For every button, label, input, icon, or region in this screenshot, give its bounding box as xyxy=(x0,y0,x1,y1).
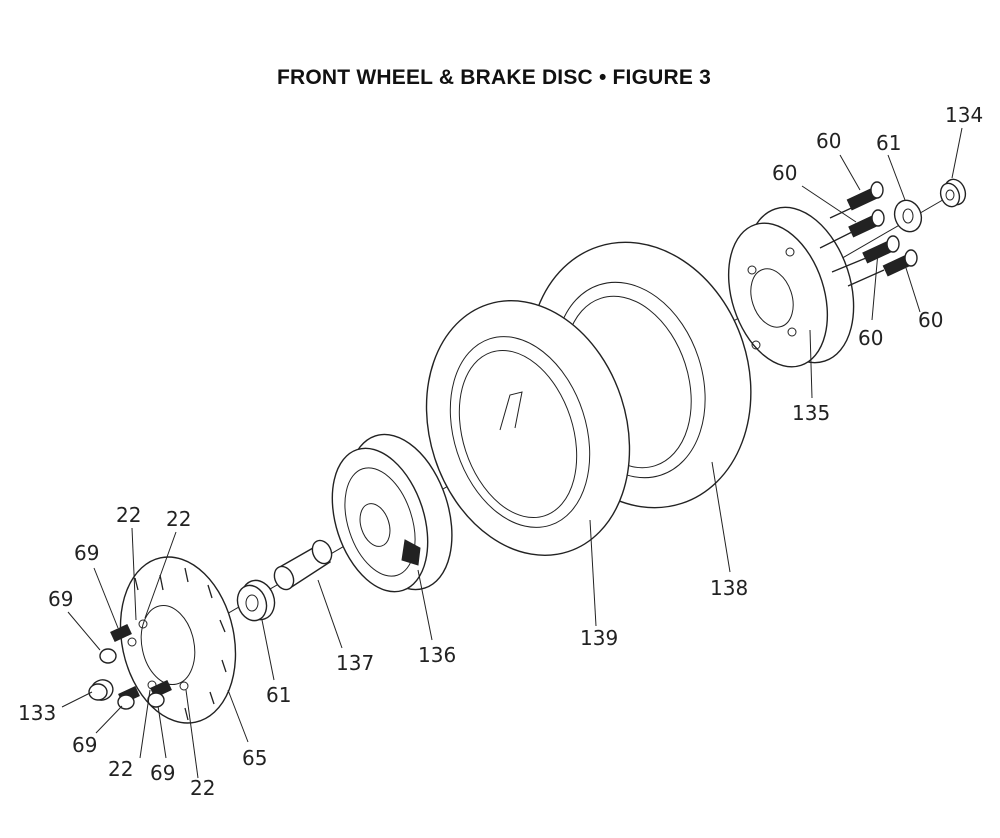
callout-60-right: 60 xyxy=(918,308,943,332)
callout-22-bottom-right: 22 xyxy=(190,776,215,800)
callout-22-top-right: 22 xyxy=(166,507,191,531)
hub-half-136 xyxy=(331,433,453,593)
bolt-60-top xyxy=(829,181,884,219)
callout-69-top: 69 xyxy=(74,541,99,565)
washer-61-top xyxy=(893,199,923,233)
callout-139: 139 xyxy=(580,626,618,650)
disc-bolts-69-group xyxy=(99,619,189,710)
callout-60-top: 60 xyxy=(816,129,841,153)
washer-61-bottom xyxy=(236,579,276,622)
callout-60-lower: 60 xyxy=(858,326,883,350)
bolt-60-lower-mid xyxy=(831,235,900,273)
callout-138: 138 xyxy=(710,576,748,600)
callout-22-bottom-left: 22 xyxy=(108,757,133,781)
hub-half-135 xyxy=(727,206,855,368)
callout-135: 135 xyxy=(792,401,830,425)
callout-134: 134 xyxy=(945,103,983,127)
callout-69-left: 69 xyxy=(48,587,73,611)
leader-lines xyxy=(61,127,963,779)
callout-60-upper: 60 xyxy=(772,161,797,185)
cap-nut-133 xyxy=(88,679,114,701)
bolt-60-group xyxy=(819,181,918,287)
bolt-60-bottom xyxy=(847,249,918,287)
bolt-60-upper-mid xyxy=(819,209,885,249)
bearing-134 xyxy=(939,178,967,208)
figure-title: FRONT WHEEL & BRAKE DISC • FIGURE 3 xyxy=(277,66,711,89)
callout-133: 133 xyxy=(18,701,56,725)
callout-61-top: 61 xyxy=(876,131,901,155)
callout-22-top-left: 22 xyxy=(116,503,141,527)
callout-69-bottom: 69 xyxy=(150,761,175,785)
callout-65: 65 xyxy=(242,746,267,770)
callout-69-bottom-left: 69 xyxy=(72,733,97,757)
callout-137: 137 xyxy=(336,651,374,675)
callout-61-bottom: 61 xyxy=(266,683,291,707)
callout-136: 136 xyxy=(418,643,456,667)
tire-139 xyxy=(425,300,631,556)
spacer-tube-137 xyxy=(273,539,333,591)
